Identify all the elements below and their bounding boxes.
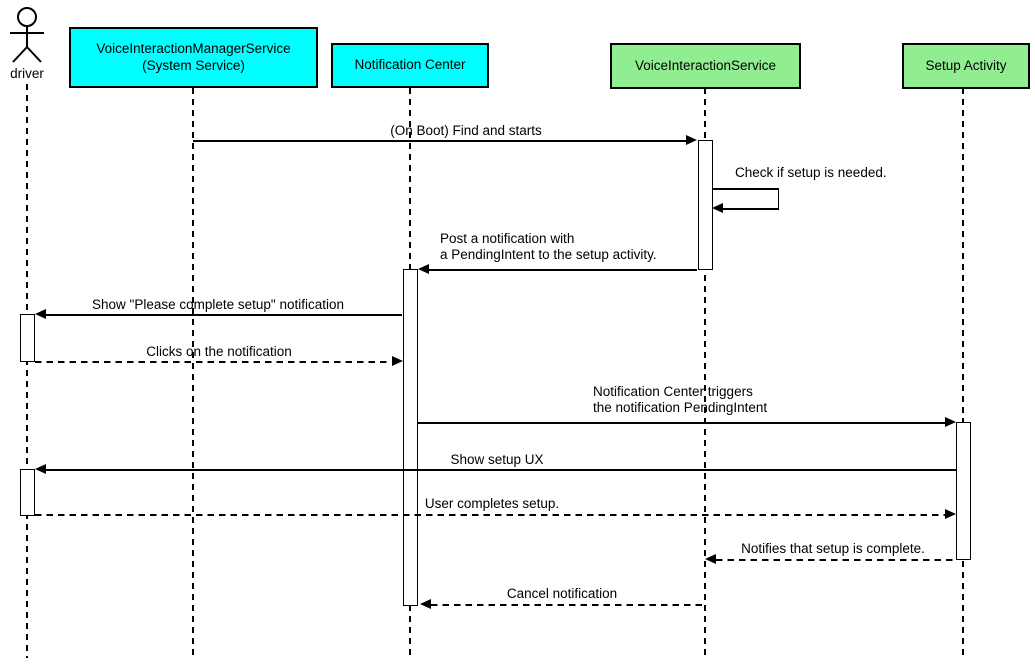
message-line-dashed	[431, 604, 704, 606]
participant-label-line: VoiceInteractionManagerService	[96, 41, 291, 56]
arrowhead-left-icon	[705, 554, 716, 564]
arrowhead-left-icon	[712, 203, 723, 213]
message-line-dashed	[35, 514, 945, 516]
message-label-line: Post a notification with	[440, 231, 575, 246]
actor-driver-icon	[10, 7, 44, 63]
arrowhead-right-icon	[945, 417, 956, 427]
arrowhead-left-icon	[420, 599, 431, 609]
message-line	[193, 140, 687, 142]
participant-box-voice-interaction-manager-service: VoiceInteractionManagerService (System S…	[69, 27, 318, 88]
message-label: Clicks on the notification	[146, 344, 292, 359]
activation-bar-driver-1	[19, 314, 35, 362]
message-label: (On Boot) Find and starts	[390, 123, 542, 138]
message-label: Post a notification with a PendingIntent…	[440, 231, 657, 262]
message-label: User completes setup.	[424, 496, 560, 511]
message-line	[429, 269, 697, 271]
participant-label-line: Notification Center	[354, 57, 466, 73]
message-label: Show "Please complete setup" notificatio…	[92, 297, 344, 312]
activation-bar-voice-interaction-service	[697, 140, 713, 270]
arrowhead-left-icon	[35, 464, 46, 474]
lifeline-driver	[26, 84, 28, 658]
participant-label-line: VoiceInteractionService	[634, 57, 777, 73]
self-message-bottom-line	[723, 208, 779, 210]
self-message-side-line	[777, 188, 779, 209]
message-label: Notification Center triggers the notific…	[593, 384, 767, 415]
arrowhead-right-icon	[686, 135, 697, 145]
participant-label-line: (System Service)	[142, 57, 245, 73]
message-label: Notifies that setup is complete.	[741, 541, 925, 556]
lifeline-voice-interaction-service	[704, 88, 706, 658]
participant-box-notification-center: Notification Center	[331, 43, 489, 88]
message-line	[46, 314, 402, 316]
participant-label-line: Setup Activity	[925, 57, 1007, 73]
participant-box-voice-interaction-service: VoiceInteractionService	[610, 43, 801, 89]
lifeline-voice-interaction-manager-service	[192, 88, 194, 658]
arrowhead-left-icon	[418, 264, 429, 274]
message-line	[46, 469, 956, 471]
activation-bar-setup-activity	[955, 422, 971, 560]
message-line	[417, 422, 945, 424]
message-line-dashed	[716, 559, 956, 561]
message-label-line: the notification PendingIntent	[593, 399, 768, 415]
message-label: Show setup UX	[450, 452, 544, 467]
actor-driver-label: driver	[10, 66, 44, 81]
activation-bar-driver-2	[19, 469, 35, 516]
lifeline-setup-activity	[962, 88, 964, 658]
message-label: Check if setup is needed.	[735, 165, 887, 180]
message-line-dashed	[35, 361, 391, 363]
message-label: Cancel notification	[506, 586, 618, 601]
activation-bar-notification-center	[402, 269, 418, 606]
message-label-line: Notification Center triggers	[593, 384, 753, 399]
self-message-top-line	[712, 188, 779, 190]
arrowhead-right-icon	[944, 509, 956, 519]
arrowhead-left-icon	[35, 309, 46, 319]
participant-box-setup-activity: Setup Activity	[902, 43, 1030, 89]
arrowhead-right-icon	[391, 356, 403, 366]
message-label-line: a PendingIntent to the setup activity.	[440, 246, 657, 262]
